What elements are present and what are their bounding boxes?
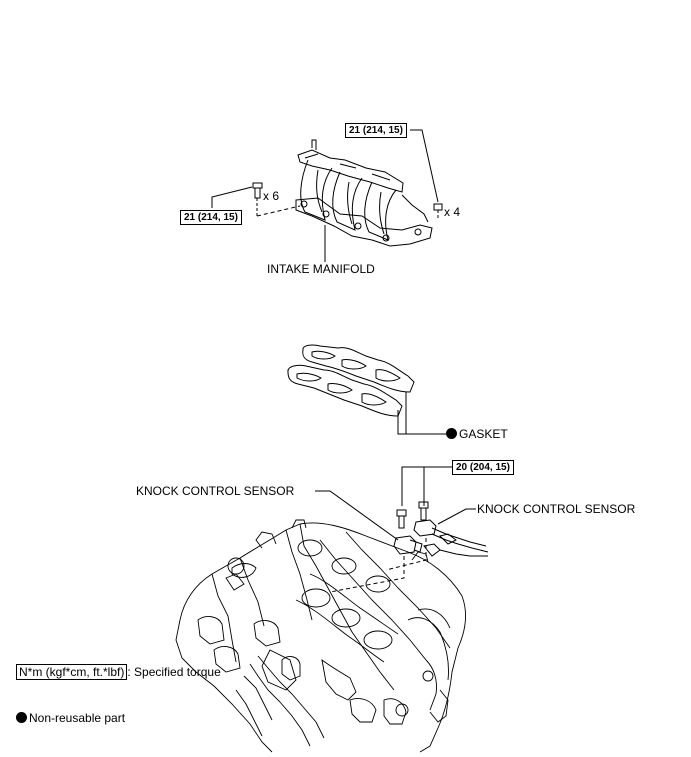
legend-torque: N*m (kgf*cm, ft.*lbf): Specified torque bbox=[16, 664, 221, 681]
sensor-bolt-right bbox=[418, 501, 429, 521]
engine-block-illustration bbox=[175, 519, 466, 753]
knock-sensor-left-leader bbox=[315, 490, 399, 541]
torque-leader-left bbox=[211, 186, 253, 208]
sensor-dashed-guides bbox=[329, 538, 427, 593]
knock-sensor-left-label: KNOCK CONTROL SENSOR bbox=[136, 484, 295, 498]
gasket-leader bbox=[397, 392, 446, 435]
gasket-label-text: GASKET bbox=[459, 427, 508, 441]
legend-non-reusable: Non-reusable part bbox=[16, 711, 125, 725]
knock-sensor-right-leader bbox=[437, 508, 476, 525]
torque-label-manifold-nuts: 21 (214, 15) bbox=[345, 123, 407, 138]
nut-quantity-label: x 4 bbox=[444, 205, 461, 219]
dashed-guide-left bbox=[256, 205, 301, 217]
legend-dot-icon bbox=[16, 712, 27, 723]
knock-sensor-right-illustration bbox=[413, 519, 489, 557]
gasket-illustration bbox=[287, 344, 415, 417]
knock-sensor-right-label: KNOCK CONTROL SENSOR bbox=[477, 502, 636, 516]
legend-torque-units: N*m (kgf*cm, ft.*lbf) bbox=[16, 664, 128, 680]
intake-manifold-illustration bbox=[295, 139, 433, 247]
torque-leader-right bbox=[410, 129, 439, 203]
torque-label-manifold-bolts: 21 (214, 15) bbox=[180, 210, 242, 225]
knock-sensor-left-illustration bbox=[393, 535, 423, 555]
sensor-bolt-left bbox=[396, 509, 407, 529]
non-reusable-dot-icon bbox=[446, 428, 457, 439]
manifold-nut-right bbox=[433, 203, 443, 220]
intake-manifold-label: INTAKE MANIFOLD bbox=[267, 262, 375, 276]
sensor-torque-leader bbox=[401, 466, 452, 506]
bolt-quantity-label: x 6 bbox=[263, 189, 280, 203]
gasket-label: GASKET bbox=[446, 427, 508, 441]
manifold-bolt-left bbox=[252, 182, 263, 216]
legend-non-reusable-text: Non-reusable part bbox=[29, 711, 126, 725]
torque-label-sensor-bolts: 20 (204, 15) bbox=[452, 460, 514, 475]
legend-torque-desc: : Specified torque bbox=[127, 665, 221, 679]
